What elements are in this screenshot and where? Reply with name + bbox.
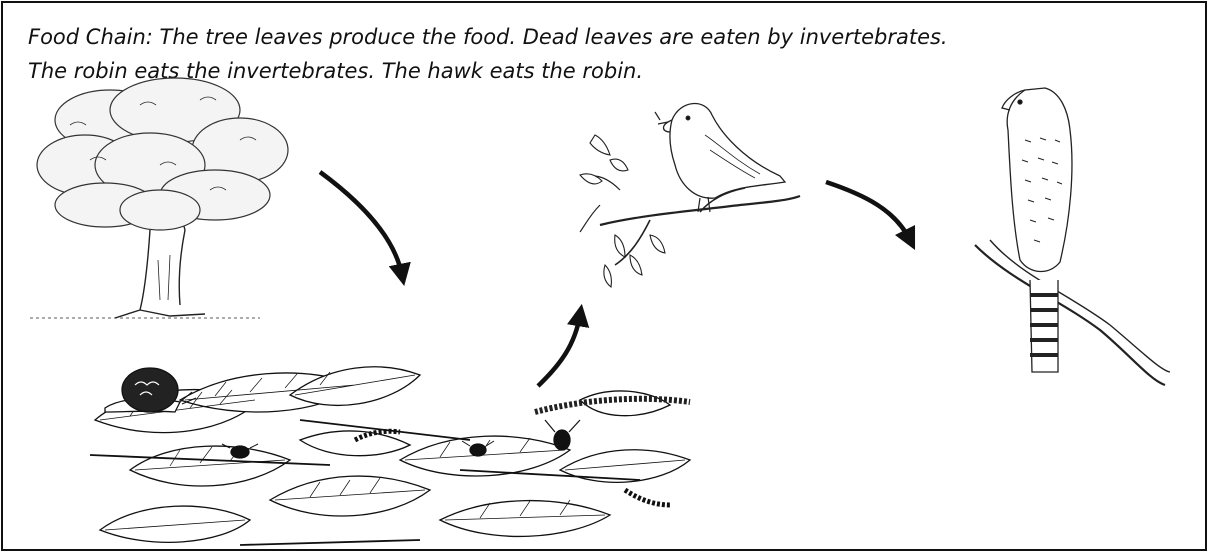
centipede-illustration-2 [625, 490, 670, 505]
robin-on-branch-illustration [580, 104, 800, 287]
arrow-robin-to-hawk [826, 182, 910, 240]
hawk-on-branch-illustration [975, 88, 1170, 385]
oak-tree-illustration [30, 78, 288, 318]
leaf-litter-illustration [90, 367, 690, 545]
arrow-tree-to-leaf-litter [320, 172, 402, 275]
arrow-leaf-litter-to-robin [538, 315, 580, 386]
